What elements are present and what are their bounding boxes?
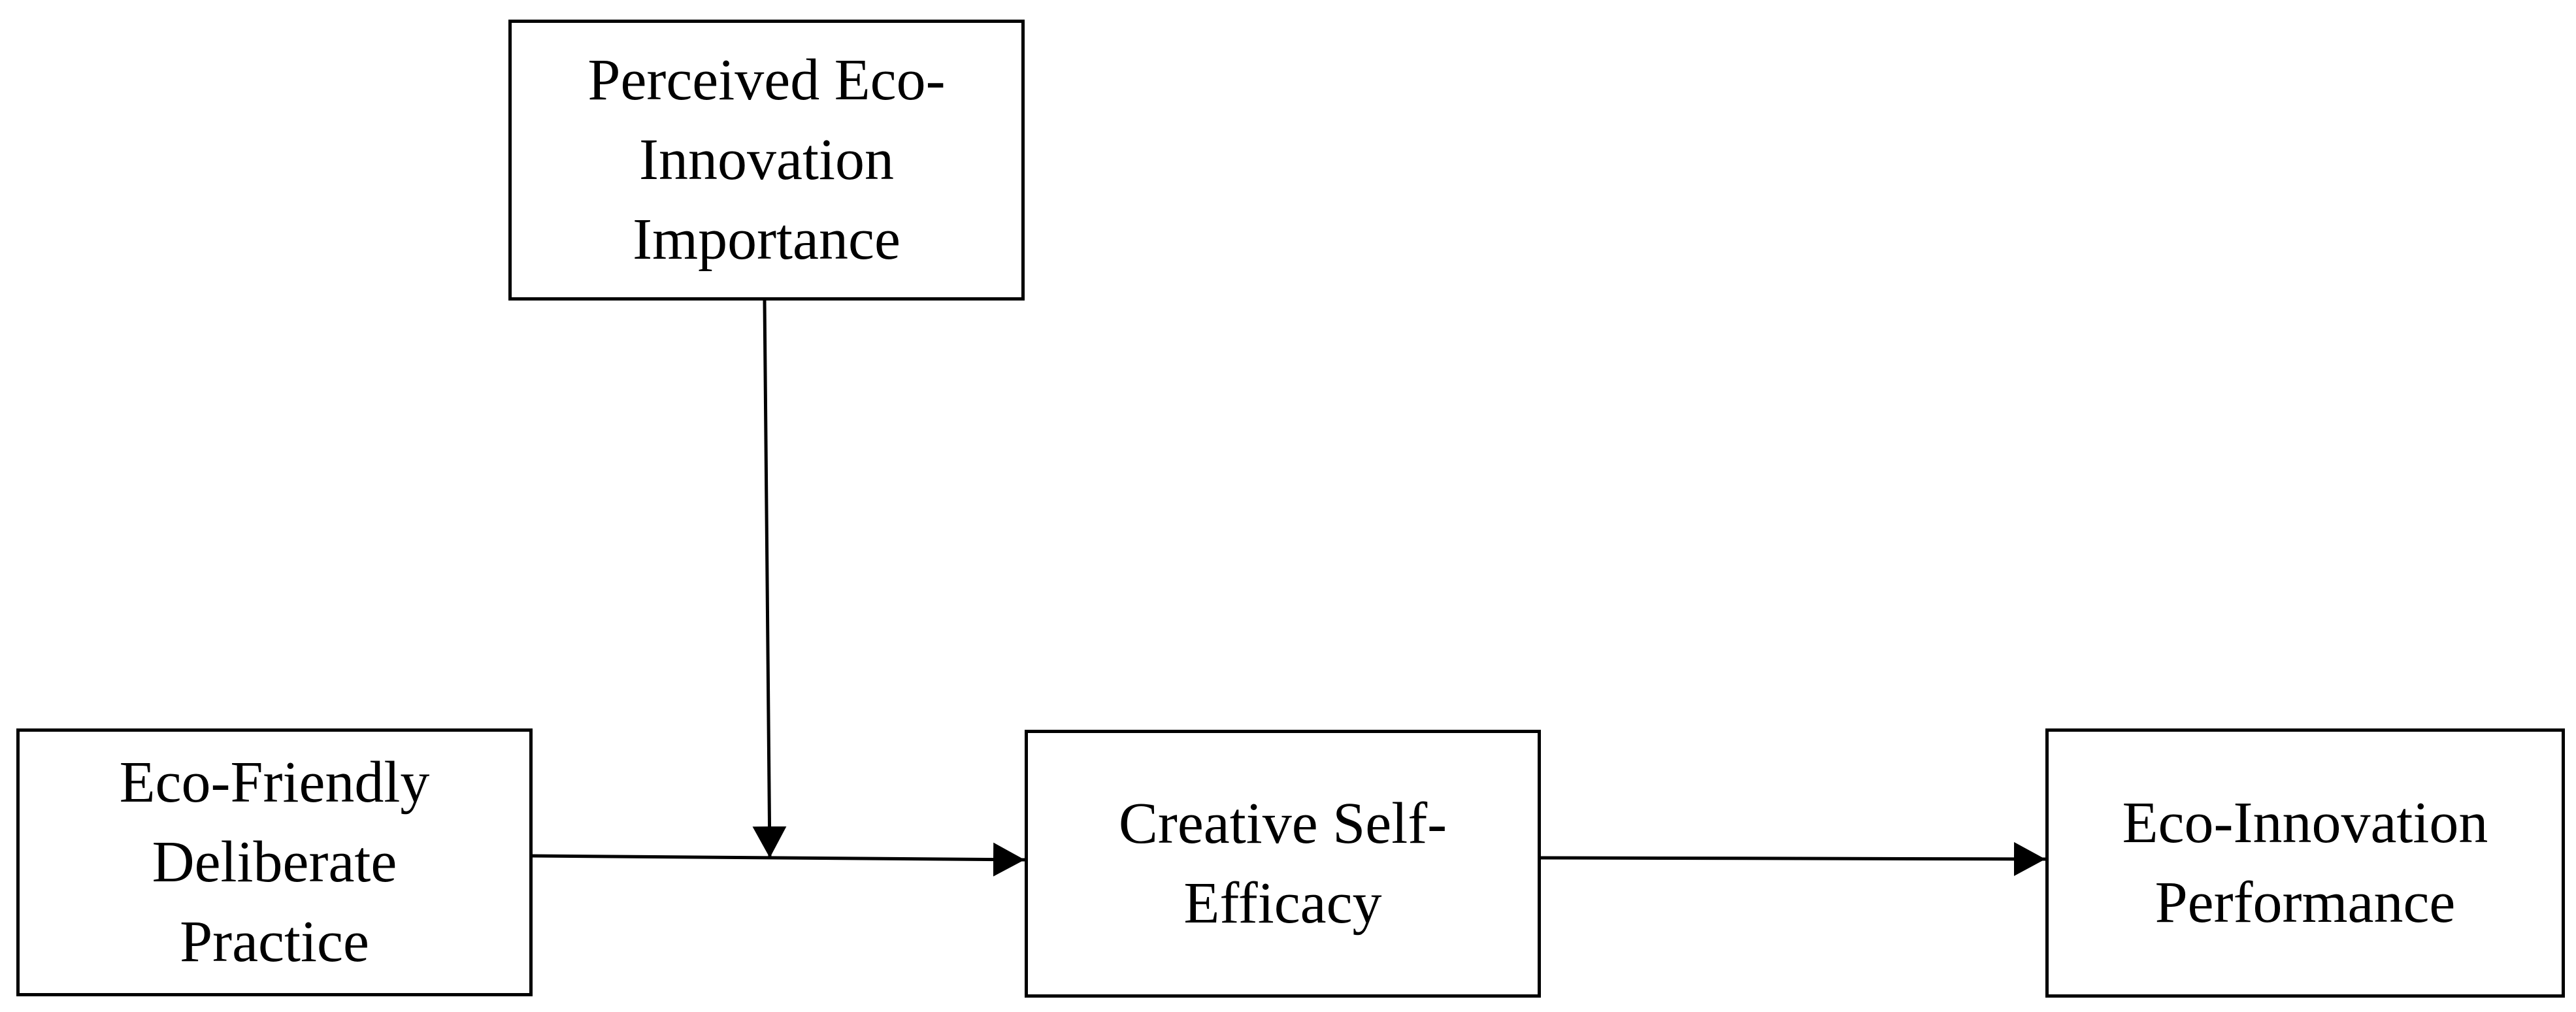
mediator-box: Creative Self-Efficacy (1025, 730, 1541, 998)
moderator-box: Perceived Eco-Innovation Importance (508, 20, 1025, 301)
predictor-label: Eco-Friendly Deliberate Practice (119, 750, 430, 974)
arrow-moderator-to-path (752, 300, 787, 858)
mediator-label: Creative Self-Efficacy (1118, 791, 1447, 936)
outcome-label: Eco-Innovation Performance (2122, 791, 2488, 935)
moderator-label: Perceived Eco-Innovation Importance (587, 48, 946, 272)
arrow-mediator-to-outcome (1540, 841, 2046, 876)
predictor-box: Eco-Friendly Deliberate Practice (16, 728, 533, 996)
arrow-predictor-to-mediator (532, 842, 1025, 877)
outcome-box: Eco-Innovation Performance (2045, 728, 2565, 998)
